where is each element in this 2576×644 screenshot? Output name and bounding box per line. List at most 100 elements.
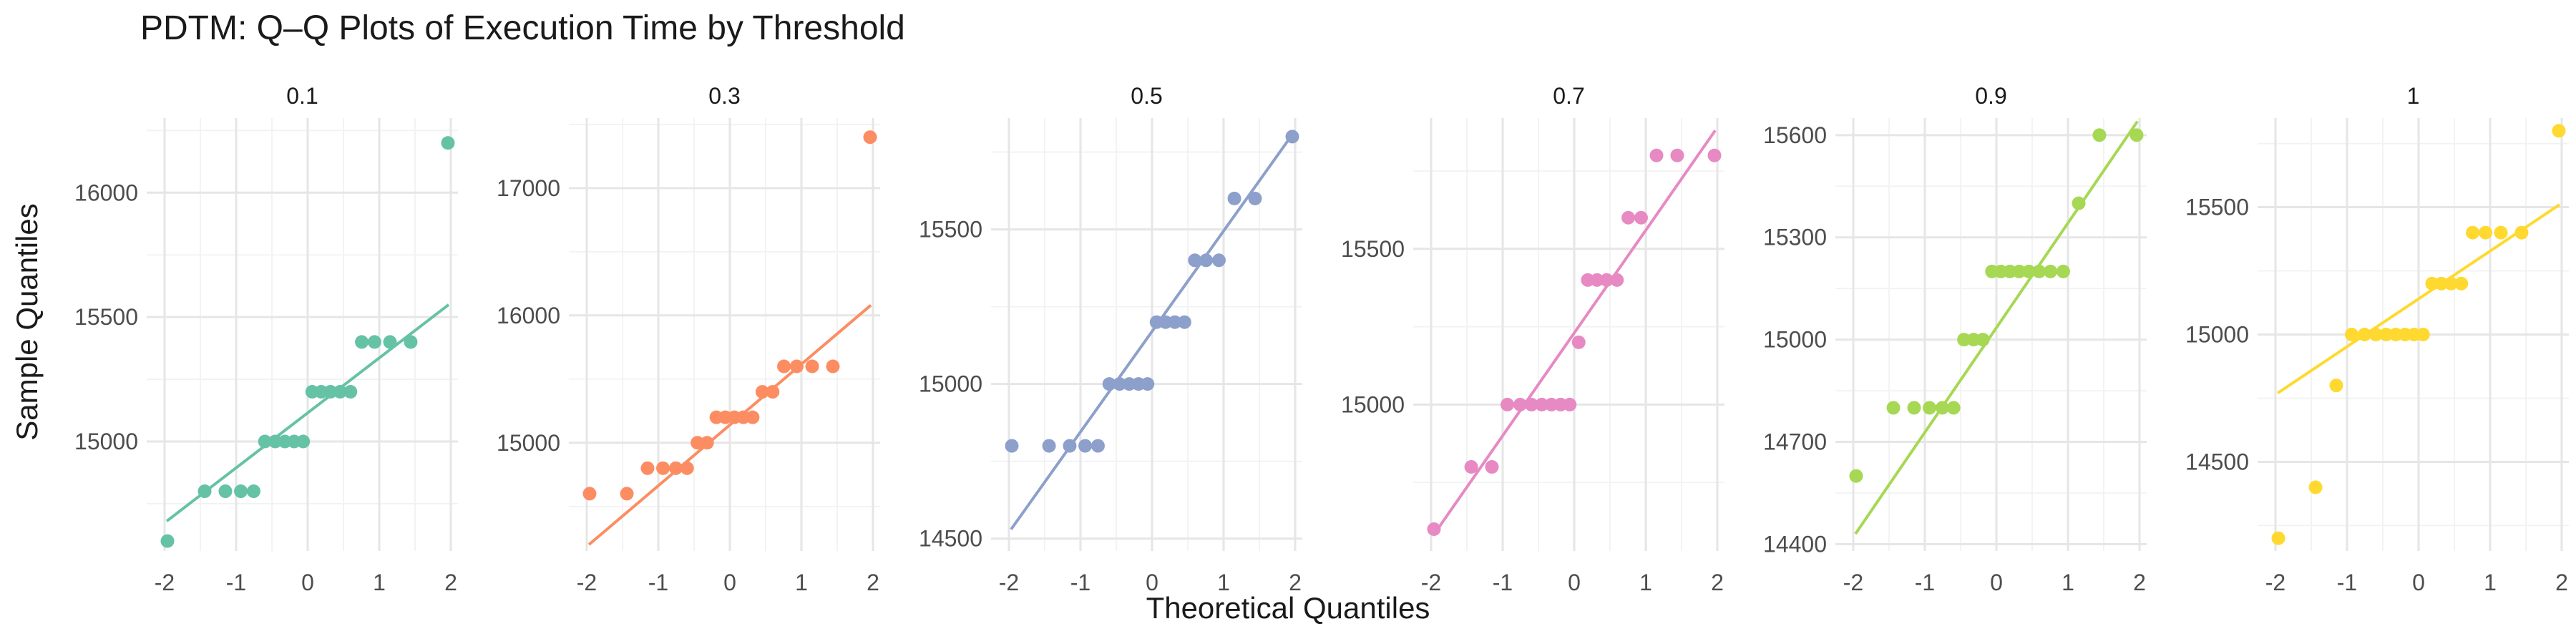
data-point [863, 130, 877, 145]
data-point [1005, 439, 1019, 453]
y-tick-label: 14500 [919, 526, 982, 552]
y-tick-label: 15300 [1763, 225, 1827, 250]
x-tick-label: 2 [2555, 570, 2568, 595]
data-point [441, 136, 455, 150]
facet-label: 0.3 [708, 83, 740, 109]
x-tick-label: 0 [1990, 570, 2003, 595]
data-point [333, 384, 347, 399]
x-tick-label: 0 [1146, 570, 1158, 595]
data-point [746, 410, 760, 424]
data-point [2056, 264, 2070, 278]
data-point [1141, 377, 1155, 391]
data-point [2044, 264, 2058, 278]
data-point [234, 484, 248, 499]
data-point [755, 385, 769, 399]
qq-reference-line [1432, 130, 1717, 537]
data-point [1211, 253, 1226, 268]
data-point [355, 335, 369, 349]
data-point [2092, 128, 2107, 142]
x-tick-label: -2 [577, 570, 597, 595]
y-tick-label: 15000 [1341, 391, 1405, 417]
facet-label: 0.1 [286, 83, 318, 109]
x-tick-label: -1 [226, 570, 246, 595]
data-point [2308, 480, 2323, 494]
facet-label: 0.5 [1131, 83, 1162, 109]
data-point [2357, 328, 2371, 341]
data-point [1907, 401, 1921, 415]
data-point [2329, 379, 2343, 393]
x-tick-label: 1 [373, 570, 386, 595]
x-tick-label: 1 [2484, 570, 2497, 595]
data-point [246, 484, 260, 499]
x-tick-label: -1 [2337, 570, 2357, 595]
data-point [1610, 273, 1624, 287]
data-point [1464, 459, 1478, 474]
facet-label: 1 [2407, 83, 2420, 109]
data-point [1091, 439, 1105, 453]
data-point [383, 335, 397, 349]
x-axis-label: Theoretical Quantiles [1146, 591, 1430, 625]
y-tick-label: 16000 [74, 180, 138, 205]
data-point [367, 335, 381, 349]
data-point [1707, 148, 1722, 162]
data-point [620, 487, 634, 501]
data-point [766, 385, 780, 399]
y-tick-label: 15500 [2185, 195, 2249, 220]
data-point [1886, 401, 1901, 415]
data-point [1976, 333, 1990, 347]
data-point [1563, 397, 1577, 411]
y-tick-label: 14500 [2185, 449, 2249, 474]
data-point [2454, 276, 2469, 291]
y-tick-label: 14400 [1763, 531, 1827, 557]
y-tick-label: 15000 [919, 371, 982, 397]
data-point [2434, 276, 2449, 291]
data-point [1670, 148, 1684, 162]
y-tick-label: 14700 [1763, 429, 1827, 455]
x-tick-label: 0 [301, 570, 314, 595]
x-tick-label: 0 [2412, 570, 2425, 595]
data-point [777, 359, 791, 374]
data-point [680, 461, 694, 475]
data-point [1590, 273, 1604, 287]
data-point [343, 384, 358, 399]
data-point [2416, 328, 2430, 341]
x-tick-label: 1 [795, 570, 808, 595]
data-point [2032, 264, 2046, 278]
x-tick-label: 1 [1217, 570, 1230, 595]
data-point [1177, 315, 1191, 329]
x-tick-label: -2 [1421, 570, 1441, 595]
data-point [218, 484, 233, 499]
y-tick-label: 15600 [1763, 122, 1827, 148]
data-point [789, 359, 804, 374]
data-point [700, 436, 714, 450]
data-point [1227, 191, 1241, 205]
data-point [160, 534, 175, 548]
data-point [2072, 196, 2086, 210]
x-tick-label: -1 [1493, 570, 1513, 595]
data-point [404, 335, 418, 349]
data-point [1571, 335, 1586, 349]
x-tick-label: -2 [1843, 570, 1863, 595]
x-tick-label: 0 [723, 570, 736, 595]
data-point [2345, 328, 2359, 341]
facet-label: 0.7 [1553, 83, 1584, 109]
x-tick-label: -2 [2265, 570, 2285, 595]
y-tick-label: 16000 [497, 303, 560, 328]
data-point [2379, 328, 2394, 341]
data-point [2552, 124, 2566, 138]
qq-reference-line [2276, 203, 2561, 395]
data-point [1524, 397, 1538, 411]
data-point [1621, 210, 1636, 225]
data-point [2021, 264, 2036, 278]
y-tick-label: 15500 [1341, 236, 1405, 262]
data-point [1935, 401, 1949, 415]
data-point [640, 461, 655, 475]
qq-reference-line [587, 304, 872, 546]
y-tick-label: 15000 [497, 430, 560, 456]
data-point [656, 461, 670, 475]
data-point [1485, 459, 1499, 474]
data-point [1042, 439, 1056, 453]
data-point [1599, 273, 1614, 287]
data-point [1501, 397, 1515, 411]
